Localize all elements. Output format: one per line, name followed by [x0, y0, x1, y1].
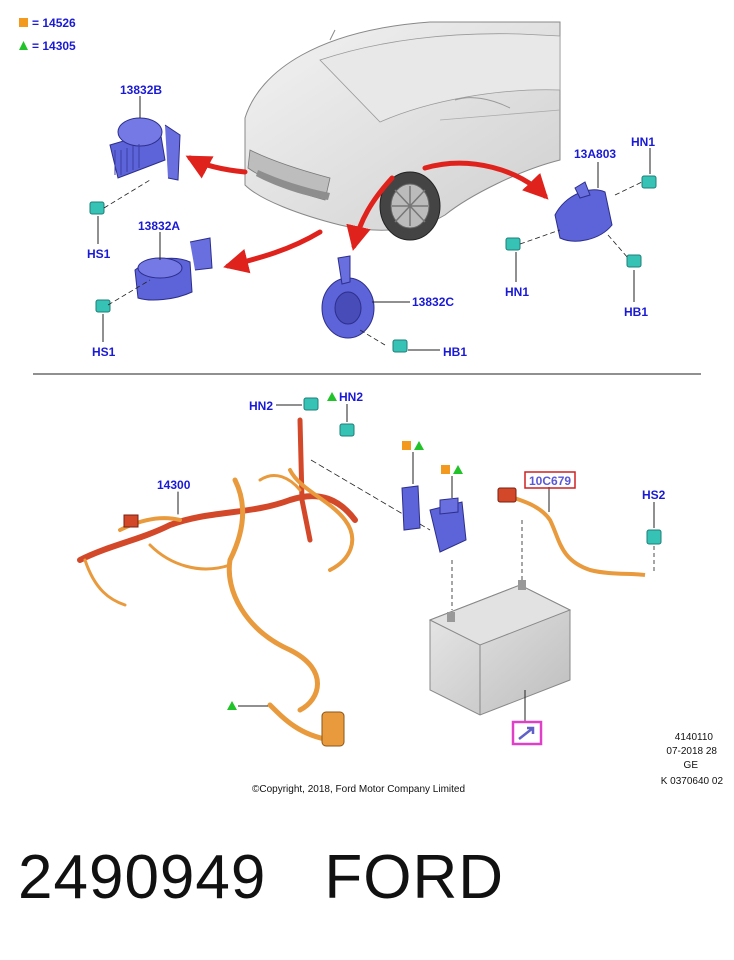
meta-line-4: K 0370640 02 [661, 776, 724, 787]
legend-label-14305: = 14305 [32, 39, 76, 53]
pointer-arrow-icon [518, 726, 535, 740]
legend-label-14526: = 14526 [32, 16, 76, 30]
orange-square-icon [441, 465, 450, 474]
label-HN2-left: HN2 [249, 399, 273, 413]
green-triangle-icon [414, 441, 424, 450]
label-HN1-top: HN1 [631, 135, 655, 149]
doc-meta: 4140110 07-2018 28 GE K 0370640 02 [661, 732, 724, 787]
legend: = 14526 = 14305 [19, 16, 76, 53]
horn-13832B [109, 117, 181, 181]
label-13832B: 13832B [120, 83, 162, 97]
arrow-to-13832B [185, 155, 248, 179]
green-triangle-icon [227, 701, 237, 710]
label-10C679: 10C679 [529, 474, 571, 488]
car-illustration [244, 21, 561, 241]
label-13832C: 13832C [412, 295, 454, 309]
arrow-to-13A803 [422, 160, 549, 200]
meta-line-2: 07-2018 28 [666, 746, 717, 757]
nut-icon [303, 397, 319, 411]
footer-caption: 2490949 FORD [18, 842, 504, 913]
meta-line-3: GE [684, 760, 699, 771]
label-13832A: 13832A [138, 219, 180, 233]
legend-orange-square-icon [19, 18, 28, 27]
nut-icon [339, 423, 355, 437]
callout-box-10C679 [524, 471, 576, 489]
bolt-icon [89, 201, 105, 215]
nut-icon [641, 175, 657, 189]
arrow-to-13832A [223, 229, 323, 274]
bolt-icon [646, 529, 662, 545]
green-triangle-icon [327, 392, 337, 401]
label-HB1-right: HB1 [624, 305, 648, 319]
harness-connector-icon [321, 711, 345, 747]
label-HN1-left: HN1 [505, 285, 529, 299]
orange-square-icon [402, 441, 411, 450]
meta-line-1: 4140110 [675, 732, 714, 743]
nut-icon [505, 237, 521, 251]
battery [428, 520, 572, 722]
green-triangle-icon [453, 465, 463, 474]
label-13A803: 13A803 [574, 147, 616, 161]
arrow-to-13832C [346, 175, 395, 251]
label-14300: 14300 [157, 478, 191, 492]
location-arrows [185, 155, 549, 274]
horn-13832A [134, 232, 213, 301]
horn-13A803 [554, 162, 613, 242]
fasteners-top [89, 175, 657, 353]
harness-connector-icon [123, 514, 139, 528]
bolt-icon [95, 299, 111, 313]
brand-name: FORD [324, 843, 505, 912]
label-HS1-upper: HS1 [87, 247, 111, 261]
copyright: ©Copyright, 2018, Ford Motor Company Lim… [252, 784, 465, 795]
battery-highlight-box [511, 720, 543, 746]
battery-cable-10C679 [497, 487, 646, 577]
part-number: 2490949 [18, 843, 267, 912]
label-HS1-lower: HS1 [92, 345, 116, 359]
horn-13832C [321, 255, 410, 339]
bolt-icon [626, 254, 642, 268]
bolt-icon [392, 339, 408, 353]
label-HN2-right: HN2 [339, 390, 363, 404]
fuse-brackets [401, 441, 467, 553]
legend-green-triangle-icon [19, 41, 28, 50]
wiring-harness-14300 [77, 417, 358, 743]
label-HS2: HS2 [642, 488, 666, 502]
label-HB1-center: HB1 [443, 345, 467, 359]
